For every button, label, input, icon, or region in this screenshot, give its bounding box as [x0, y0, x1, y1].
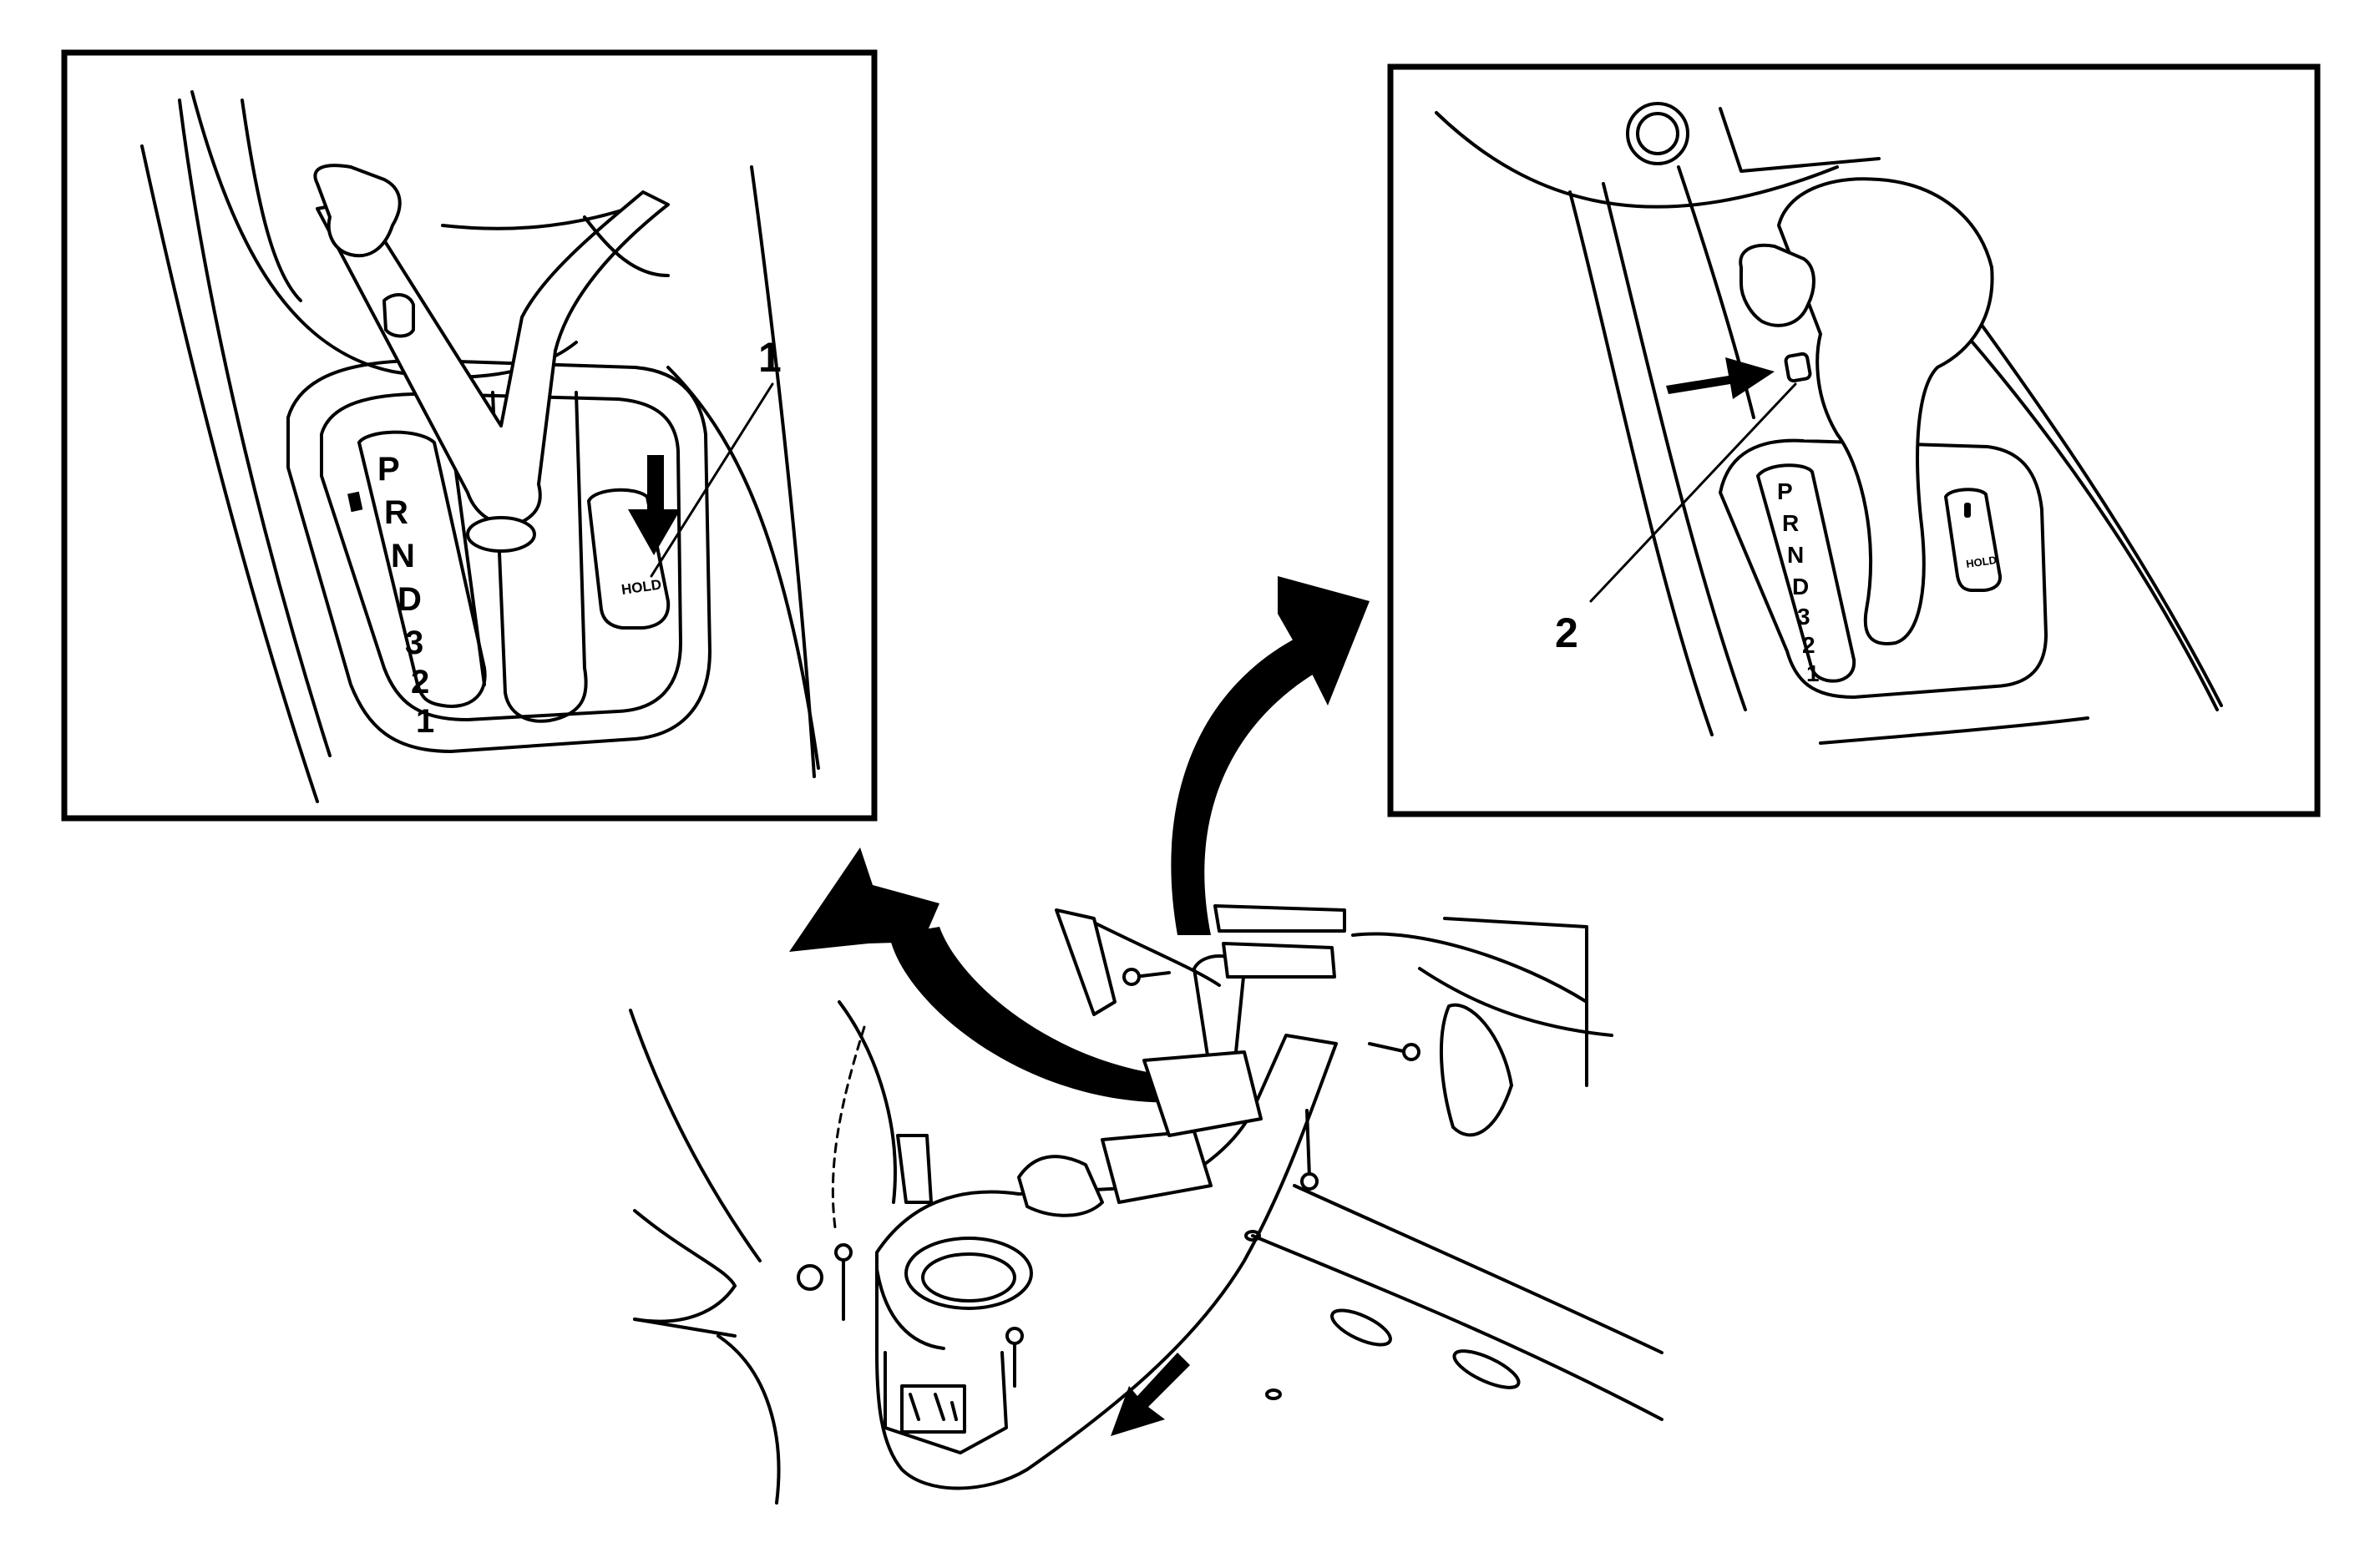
gear-label-n: N [391, 538, 415, 574]
gear-pattern-large: P R N D 3 2 1 [377, 451, 434, 740]
gear-label-r: R [384, 494, 408, 531]
hold-label-small: HOLD [1965, 554, 1998, 570]
arrow-down-icon [628, 455, 681, 555]
gear-label-d: D [398, 581, 422, 618]
detail-inset-lock-release: HOLD 2 P R N D 3 2 1 [1387, 63, 2321, 817]
callout-leader-2 [1589, 382, 1797, 603]
gear-pattern-small: P R N D 3 2 1 [1777, 478, 1820, 686]
arrow-right-icon [1666, 357, 1775, 399]
gear-label-3: 3 [405, 625, 423, 661]
gear-label-1: 1 [416, 703, 434, 740]
gear-label-2: 2 [411, 664, 429, 701]
gear-label-small-p: P [1777, 478, 1793, 504]
gear-label-small-n: N [1787, 542, 1804, 568]
console-assembly [629, 904, 1663, 1505]
callout-2: 2 [1555, 610, 1578, 656]
callout-leader-1 [650, 382, 774, 578]
detail-inset-hold-button: HOLD 1 P R N D 3 2 1 [61, 49, 878, 822]
gear-label-small-d: D [1792, 574, 1809, 599]
curved-arrow-up-right-icon [1171, 576, 1370, 935]
gear-label-small-1: 1 [1806, 660, 1820, 686]
curved-arrow-icon [789, 847, 1186, 1103]
arrow-down-left-icon [1111, 1353, 1190, 1436]
gear-label-small-r: R [1782, 510, 1799, 536]
gear-label-p: P [377, 451, 400, 488]
callout-1: 1 [758, 334, 782, 381]
gear-label-small-2: 2 [1802, 632, 1815, 658]
gear-label-small-3: 3 [1797, 604, 1810, 630]
